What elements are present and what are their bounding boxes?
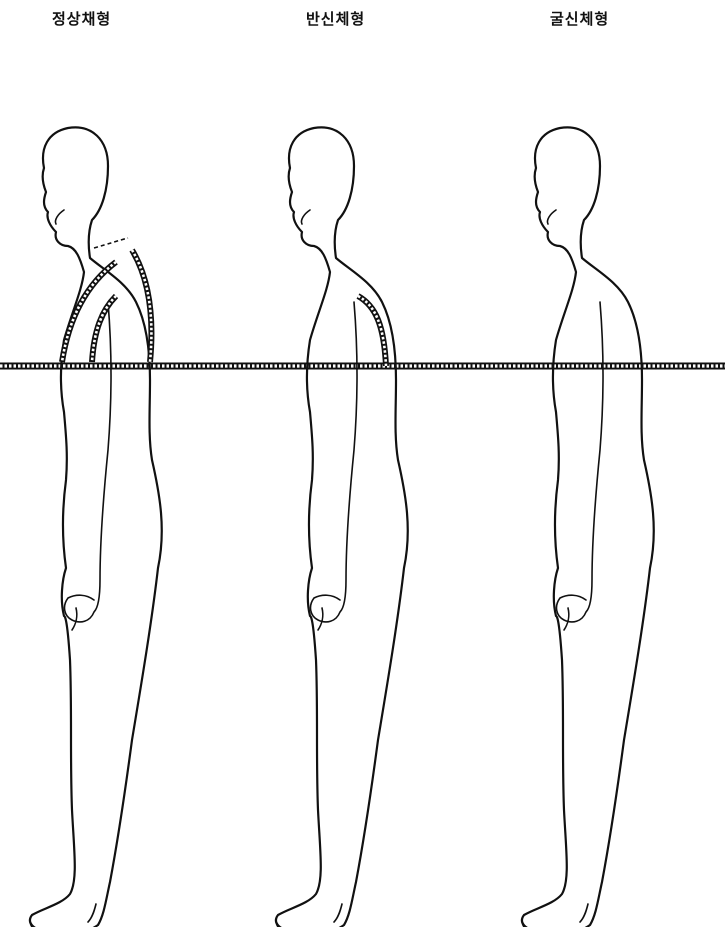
back-curve-marker xyxy=(358,296,386,366)
body-figure-extended xyxy=(276,127,408,927)
body-figure-flexed xyxy=(522,127,654,927)
spine-curve-markers xyxy=(62,238,151,362)
